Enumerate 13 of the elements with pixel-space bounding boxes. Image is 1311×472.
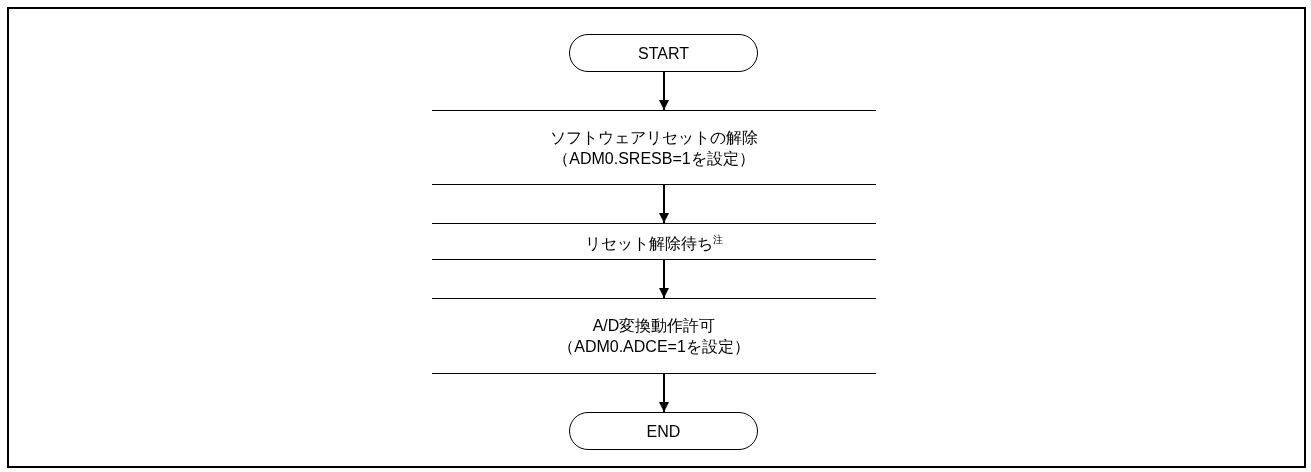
arrow [659, 71, 669, 111]
step-text: START [638, 43, 689, 64]
step-text: ソフトウェアリセットの解除 [550, 127, 758, 148]
terminal-shape [569, 412, 758, 450]
step-text: END [646, 421, 681, 442]
arrow [659, 373, 669, 413]
arrow [659, 259, 669, 299]
terminal-shape [569, 34, 758, 72]
step-text: （ADM0.SRESB=1を設定） [553, 148, 755, 169]
arrow [659, 184, 669, 224]
step-text: A/D変換動作許可 [592, 316, 716, 336]
step-text: （ADM0.ADCE=1を設定） [558, 337, 750, 357]
step-text: リセット解除待ち$^{注}$ [585, 232, 723, 255]
